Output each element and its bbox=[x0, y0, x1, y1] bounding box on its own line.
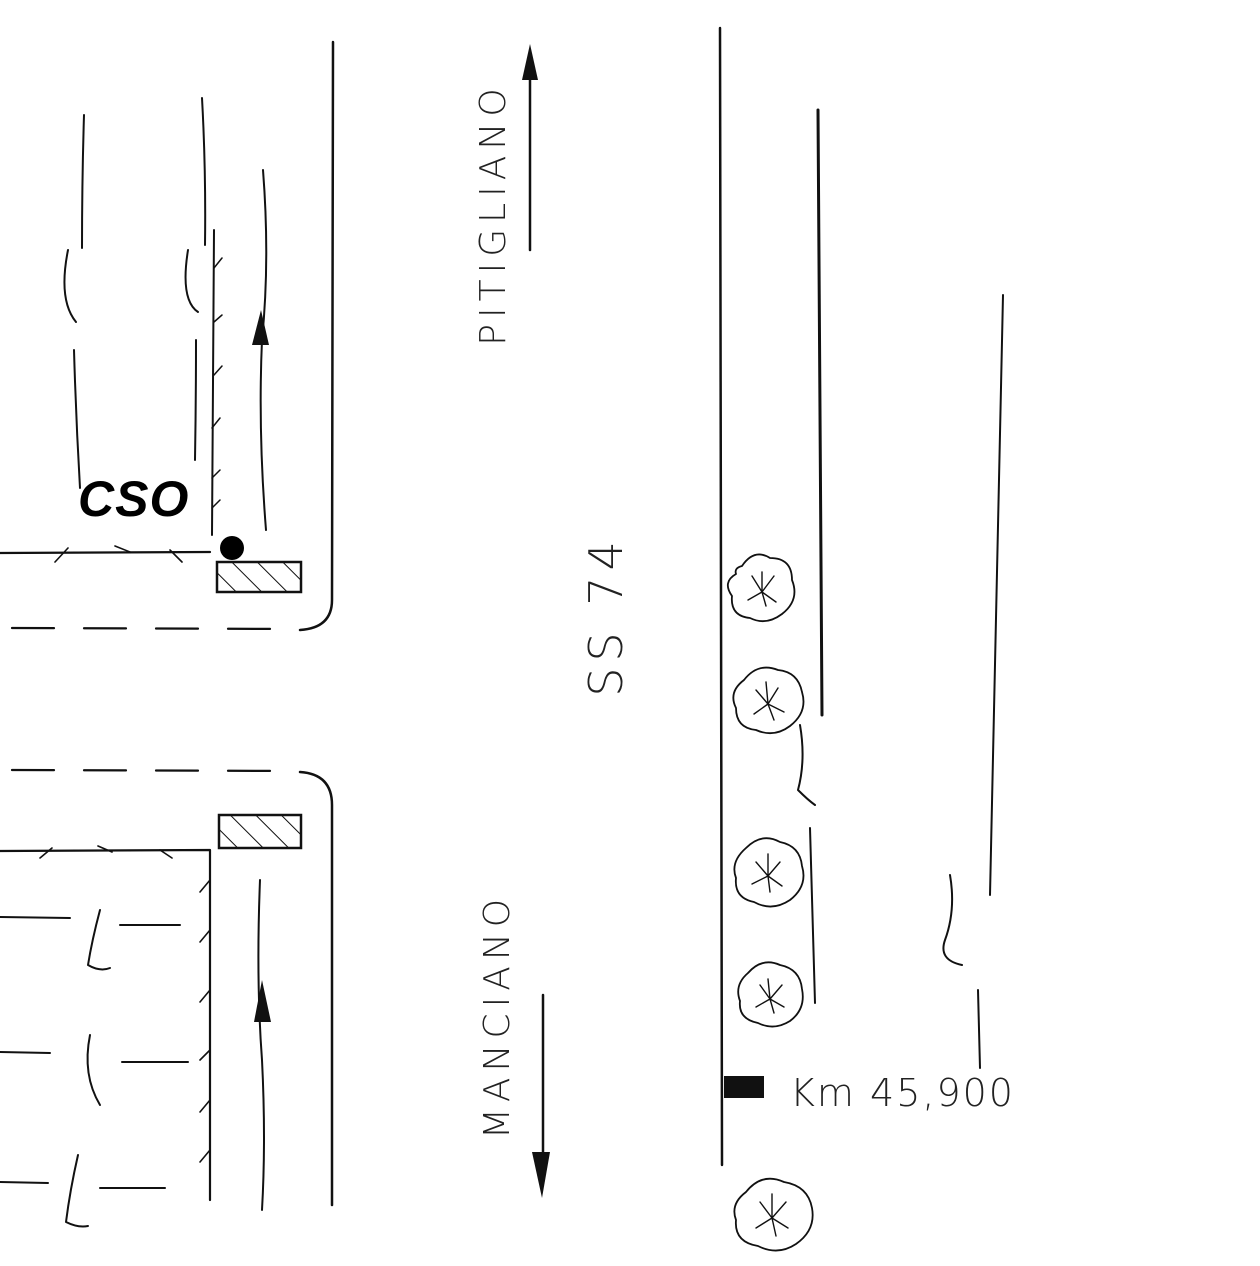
verge-line-a bbox=[816, 108, 824, 717]
lane-line-north-f bbox=[194, 339, 197, 461]
verge-line-d bbox=[809, 827, 816, 1004]
cso-label: CSO bbox=[78, 471, 190, 527]
lane-line-north-a bbox=[81, 114, 85, 249]
direction-label-manciano: MANCIANO bbox=[477, 892, 518, 1140]
side-street-north-edge bbox=[0, 550, 212, 555]
direction-arrow-pitigliano bbox=[522, 44, 538, 252]
arrow-head-south bbox=[532, 1152, 550, 1198]
cso-point-marker bbox=[220, 536, 244, 560]
sidewalk-edge-north bbox=[211, 229, 215, 536]
east-verge bbox=[797, 108, 1004, 1069]
verge-line-e bbox=[942, 874, 963, 966]
dashed-line-north bbox=[10, 626, 300, 631]
verge-line-f bbox=[977, 989, 981, 1069]
kerb-ticks-south bbox=[39, 845, 211, 1163]
road-west-edge-north bbox=[298, 40, 335, 632]
sidewalk-ticks-north bbox=[211, 257, 223, 509]
verge-line-b bbox=[989, 294, 1004, 896]
lane-line-north-d bbox=[201, 97, 207, 246]
lane-line-north-c bbox=[73, 349, 81, 489]
side-street-north bbox=[0, 97, 300, 631]
road-east-edge bbox=[718, 26, 724, 1167]
lane-line-south-g bbox=[0, 1181, 49, 1184]
direction-label-pitigliano: PITIGLIANO bbox=[473, 82, 514, 346]
kerb-ticks-north bbox=[54, 545, 183, 563]
lane-line-north-b bbox=[63, 249, 77, 323]
lane-arrow-south bbox=[254, 980, 271, 1022]
lane-line-south-j bbox=[257, 879, 265, 1211]
road-west-edge-south bbox=[298, 770, 334, 1207]
km-marker-label: Km 45,900 bbox=[790, 1071, 1015, 1115]
lane-line-north-e bbox=[184, 249, 199, 313]
crosswalk-south bbox=[217, 813, 303, 850]
tree-icon bbox=[726, 553, 796, 623]
km-post-marker bbox=[724, 1076, 764, 1098]
lane-line-south-d bbox=[0, 1051, 51, 1054]
direction-arrow-manciano bbox=[532, 993, 550, 1198]
lane-line-south-h bbox=[65, 1154, 89, 1228]
trees bbox=[726, 553, 814, 1252]
lane-arrow-north bbox=[252, 310, 269, 345]
tree-icon bbox=[737, 961, 804, 1028]
tree-icon bbox=[733, 837, 805, 908]
road-name-label: SS 74 bbox=[579, 535, 633, 697]
lane-line-south-a bbox=[0, 916, 71, 919]
verge-line-c bbox=[797, 724, 816, 806]
crosswalk-north bbox=[215, 560, 303, 594]
arrow-head-north bbox=[522, 44, 538, 80]
tree-icon bbox=[733, 1177, 814, 1252]
side-street-south-edge bbox=[0, 848, 212, 1202]
tree-icon bbox=[732, 666, 805, 735]
ss74-road bbox=[298, 26, 724, 1207]
lane-line-south-e bbox=[86, 1034, 101, 1106]
side-street-south bbox=[0, 768, 300, 1228]
lane-line-north-g bbox=[259, 169, 268, 531]
lane-line-south-b bbox=[87, 909, 111, 971]
dashed-line-south bbox=[10, 768, 300, 773]
